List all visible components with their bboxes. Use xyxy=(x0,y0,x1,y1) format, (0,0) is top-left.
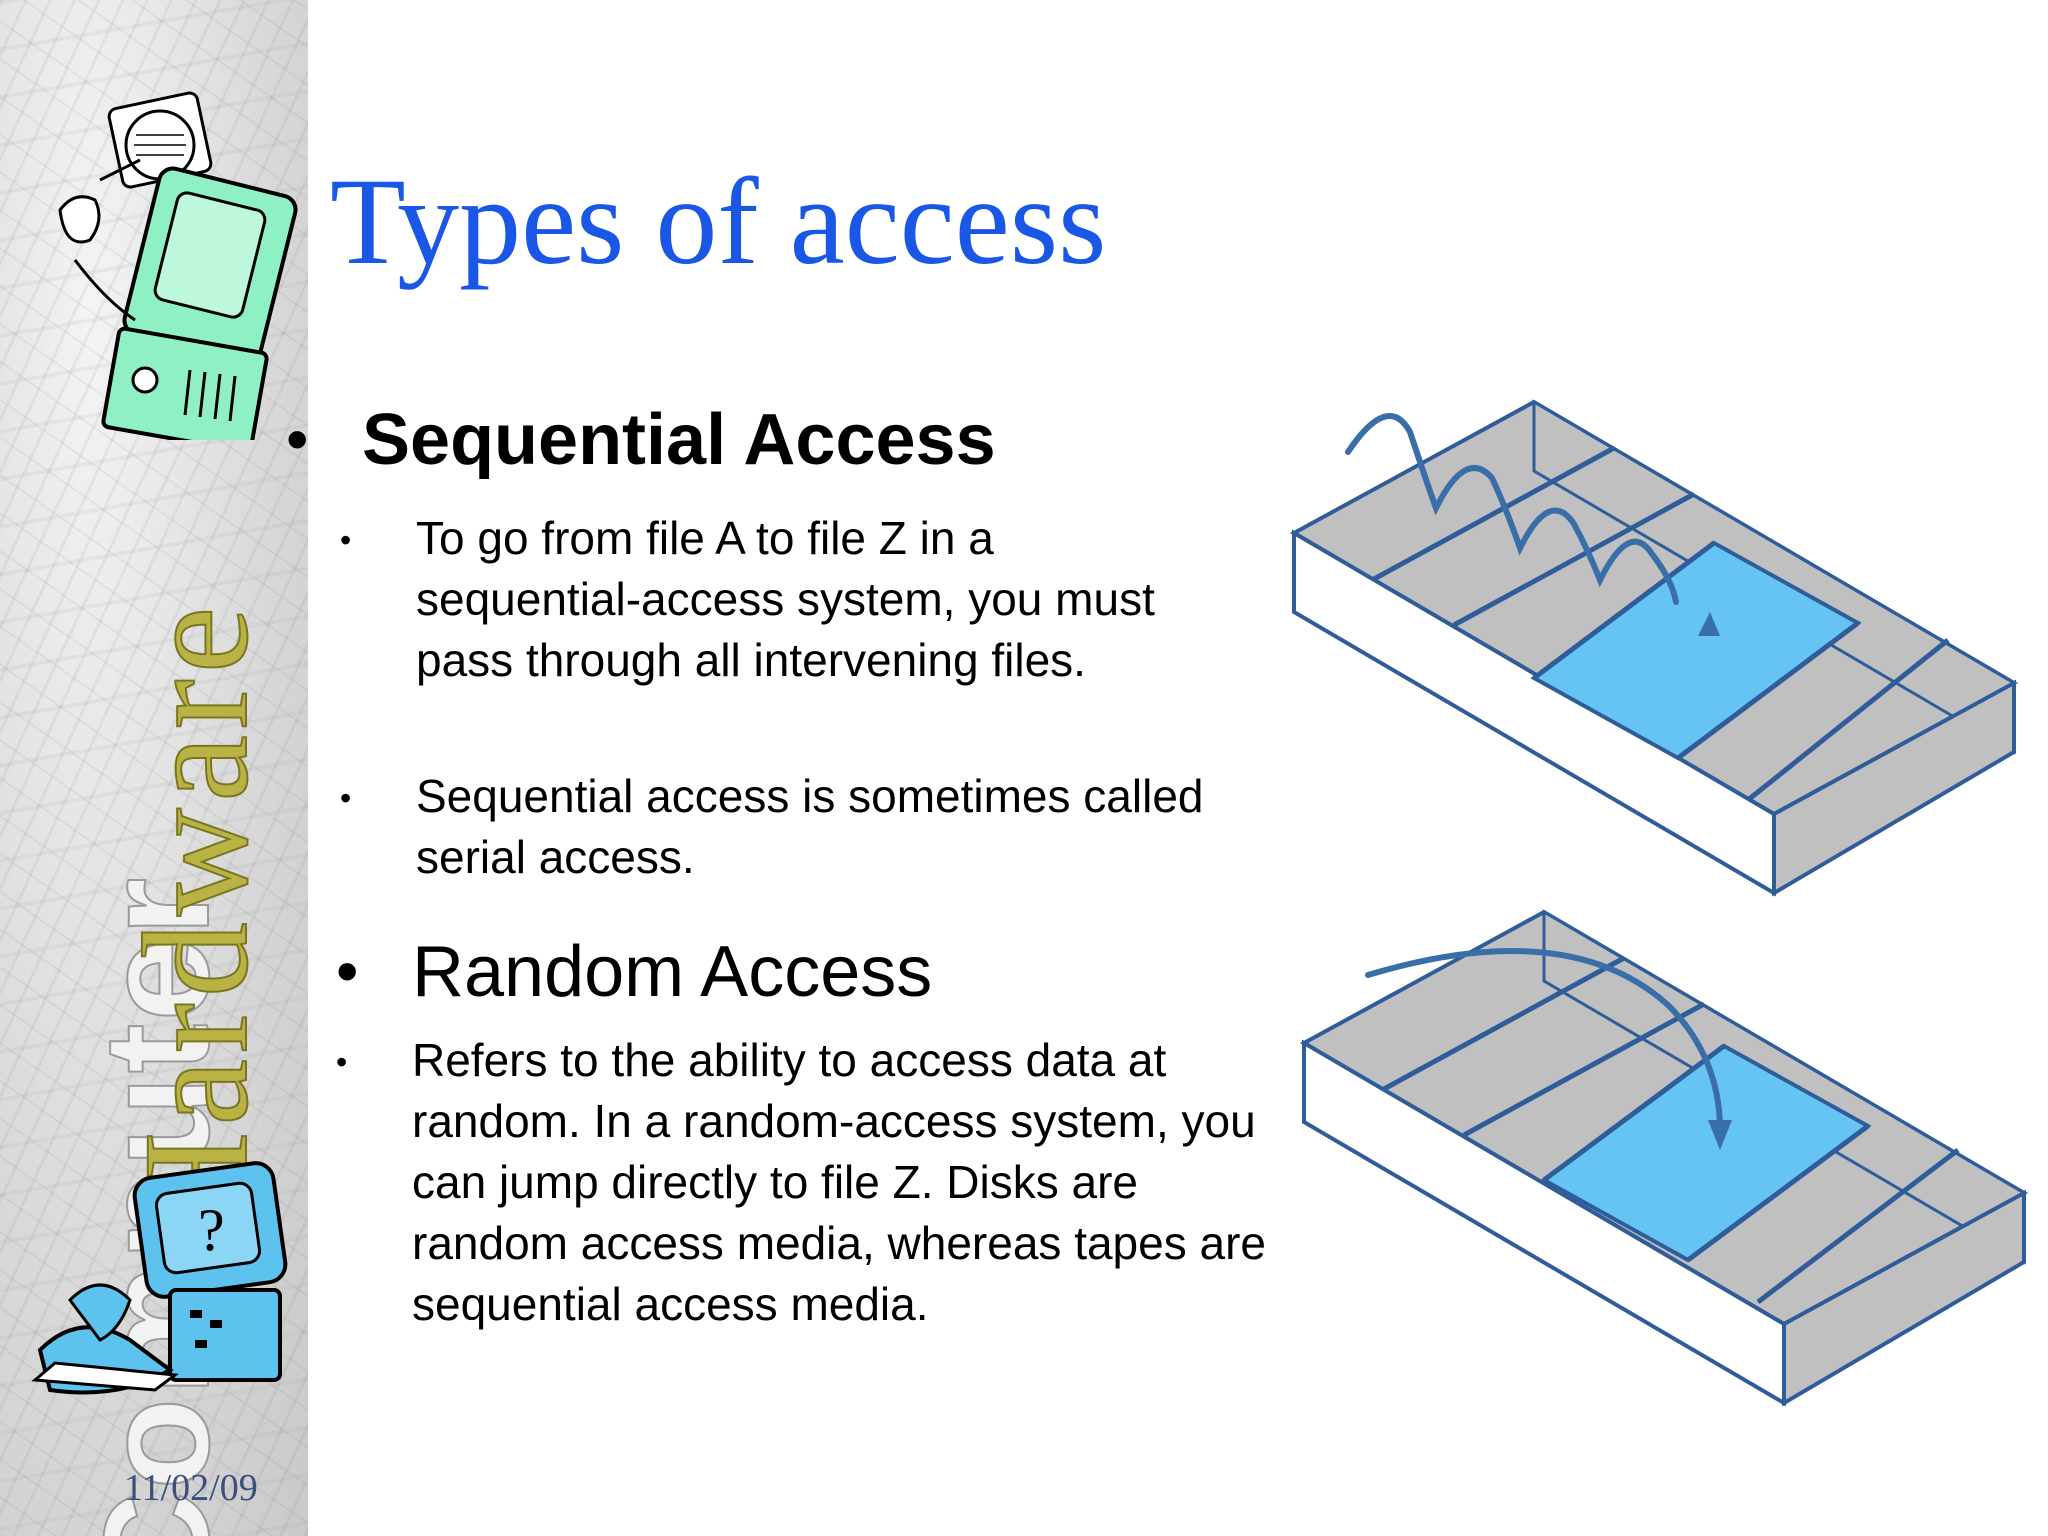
reading-computer-clipart-icon: ? xyxy=(31,1161,288,1395)
list-bullet: • xyxy=(340,780,352,816)
sequential-access-diagram xyxy=(1289,399,2019,897)
random-access-diagram xyxy=(1299,909,2029,1407)
slide-title: Types of access xyxy=(330,153,1107,290)
section-bullet: • xyxy=(336,935,359,1007)
random-bullet-1: Refers to the ability to access data at … xyxy=(412,1034,1266,1330)
sidebar-word-hardware: Hardware xyxy=(112,600,280,1241)
sequential-bullet-2: Sequential access is sometimes called se… xyxy=(416,770,1204,883)
svg-text:?: ? xyxy=(198,1197,225,1263)
random-access-heading: Random Access xyxy=(412,932,933,1012)
sequential-bullet-1: To go from file A to file Z in a sequent… xyxy=(416,512,1155,686)
list-bullet: • xyxy=(340,522,352,558)
list-bullet: • xyxy=(336,1044,348,1080)
sequential-access-heading: Sequential Access xyxy=(362,400,996,480)
computer-user-clipart-icon xyxy=(58,91,298,440)
slide-date: 11/02/09 xyxy=(124,1467,258,1509)
section-bullet: • xyxy=(286,403,309,475)
decorative-sidebar: Computer Hardware ? 11/02/09 xyxy=(0,0,308,1536)
